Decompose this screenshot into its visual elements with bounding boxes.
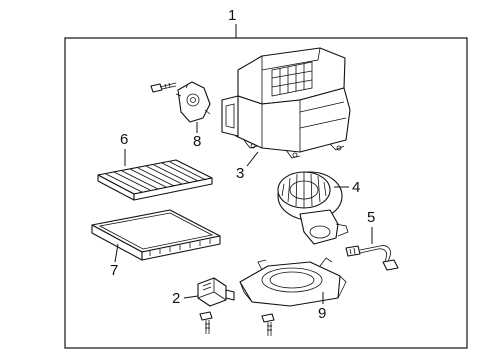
callout-2: 2 (172, 290, 180, 307)
callout-1: 1 (228, 7, 236, 24)
filter-cover-icon (91, 209, 221, 261)
callout-2-leader (183, 295, 199, 299)
callout-3-leader (246, 151, 259, 167)
callout-9: 9 (318, 305, 326, 322)
callout-5: 5 (367, 209, 375, 226)
callout-3: 3 (236, 165, 244, 182)
blower-case-icon (221, 47, 351, 159)
callout-7: 7 (110, 262, 118, 279)
lower-blower-case-icon (239, 257, 347, 307)
blower-resistor-icon (197, 277, 235, 307)
servo-motor-icon (175, 81, 211, 123)
screw-icon (261, 313, 275, 336)
callout-8: 8 (193, 133, 201, 150)
cabin-air-filter-icon (97, 159, 213, 201)
assembly-frame (64, 37, 468, 349)
callout-4: 4 (352, 179, 360, 196)
blower-motor-fan-icon (277, 171, 349, 245)
screw-icon (150, 82, 177, 93)
wire-harness-icon (345, 245, 399, 271)
screw-icon (199, 311, 213, 334)
callout-7-leader (114, 243, 119, 263)
callout-6: 6 (120, 131, 128, 148)
